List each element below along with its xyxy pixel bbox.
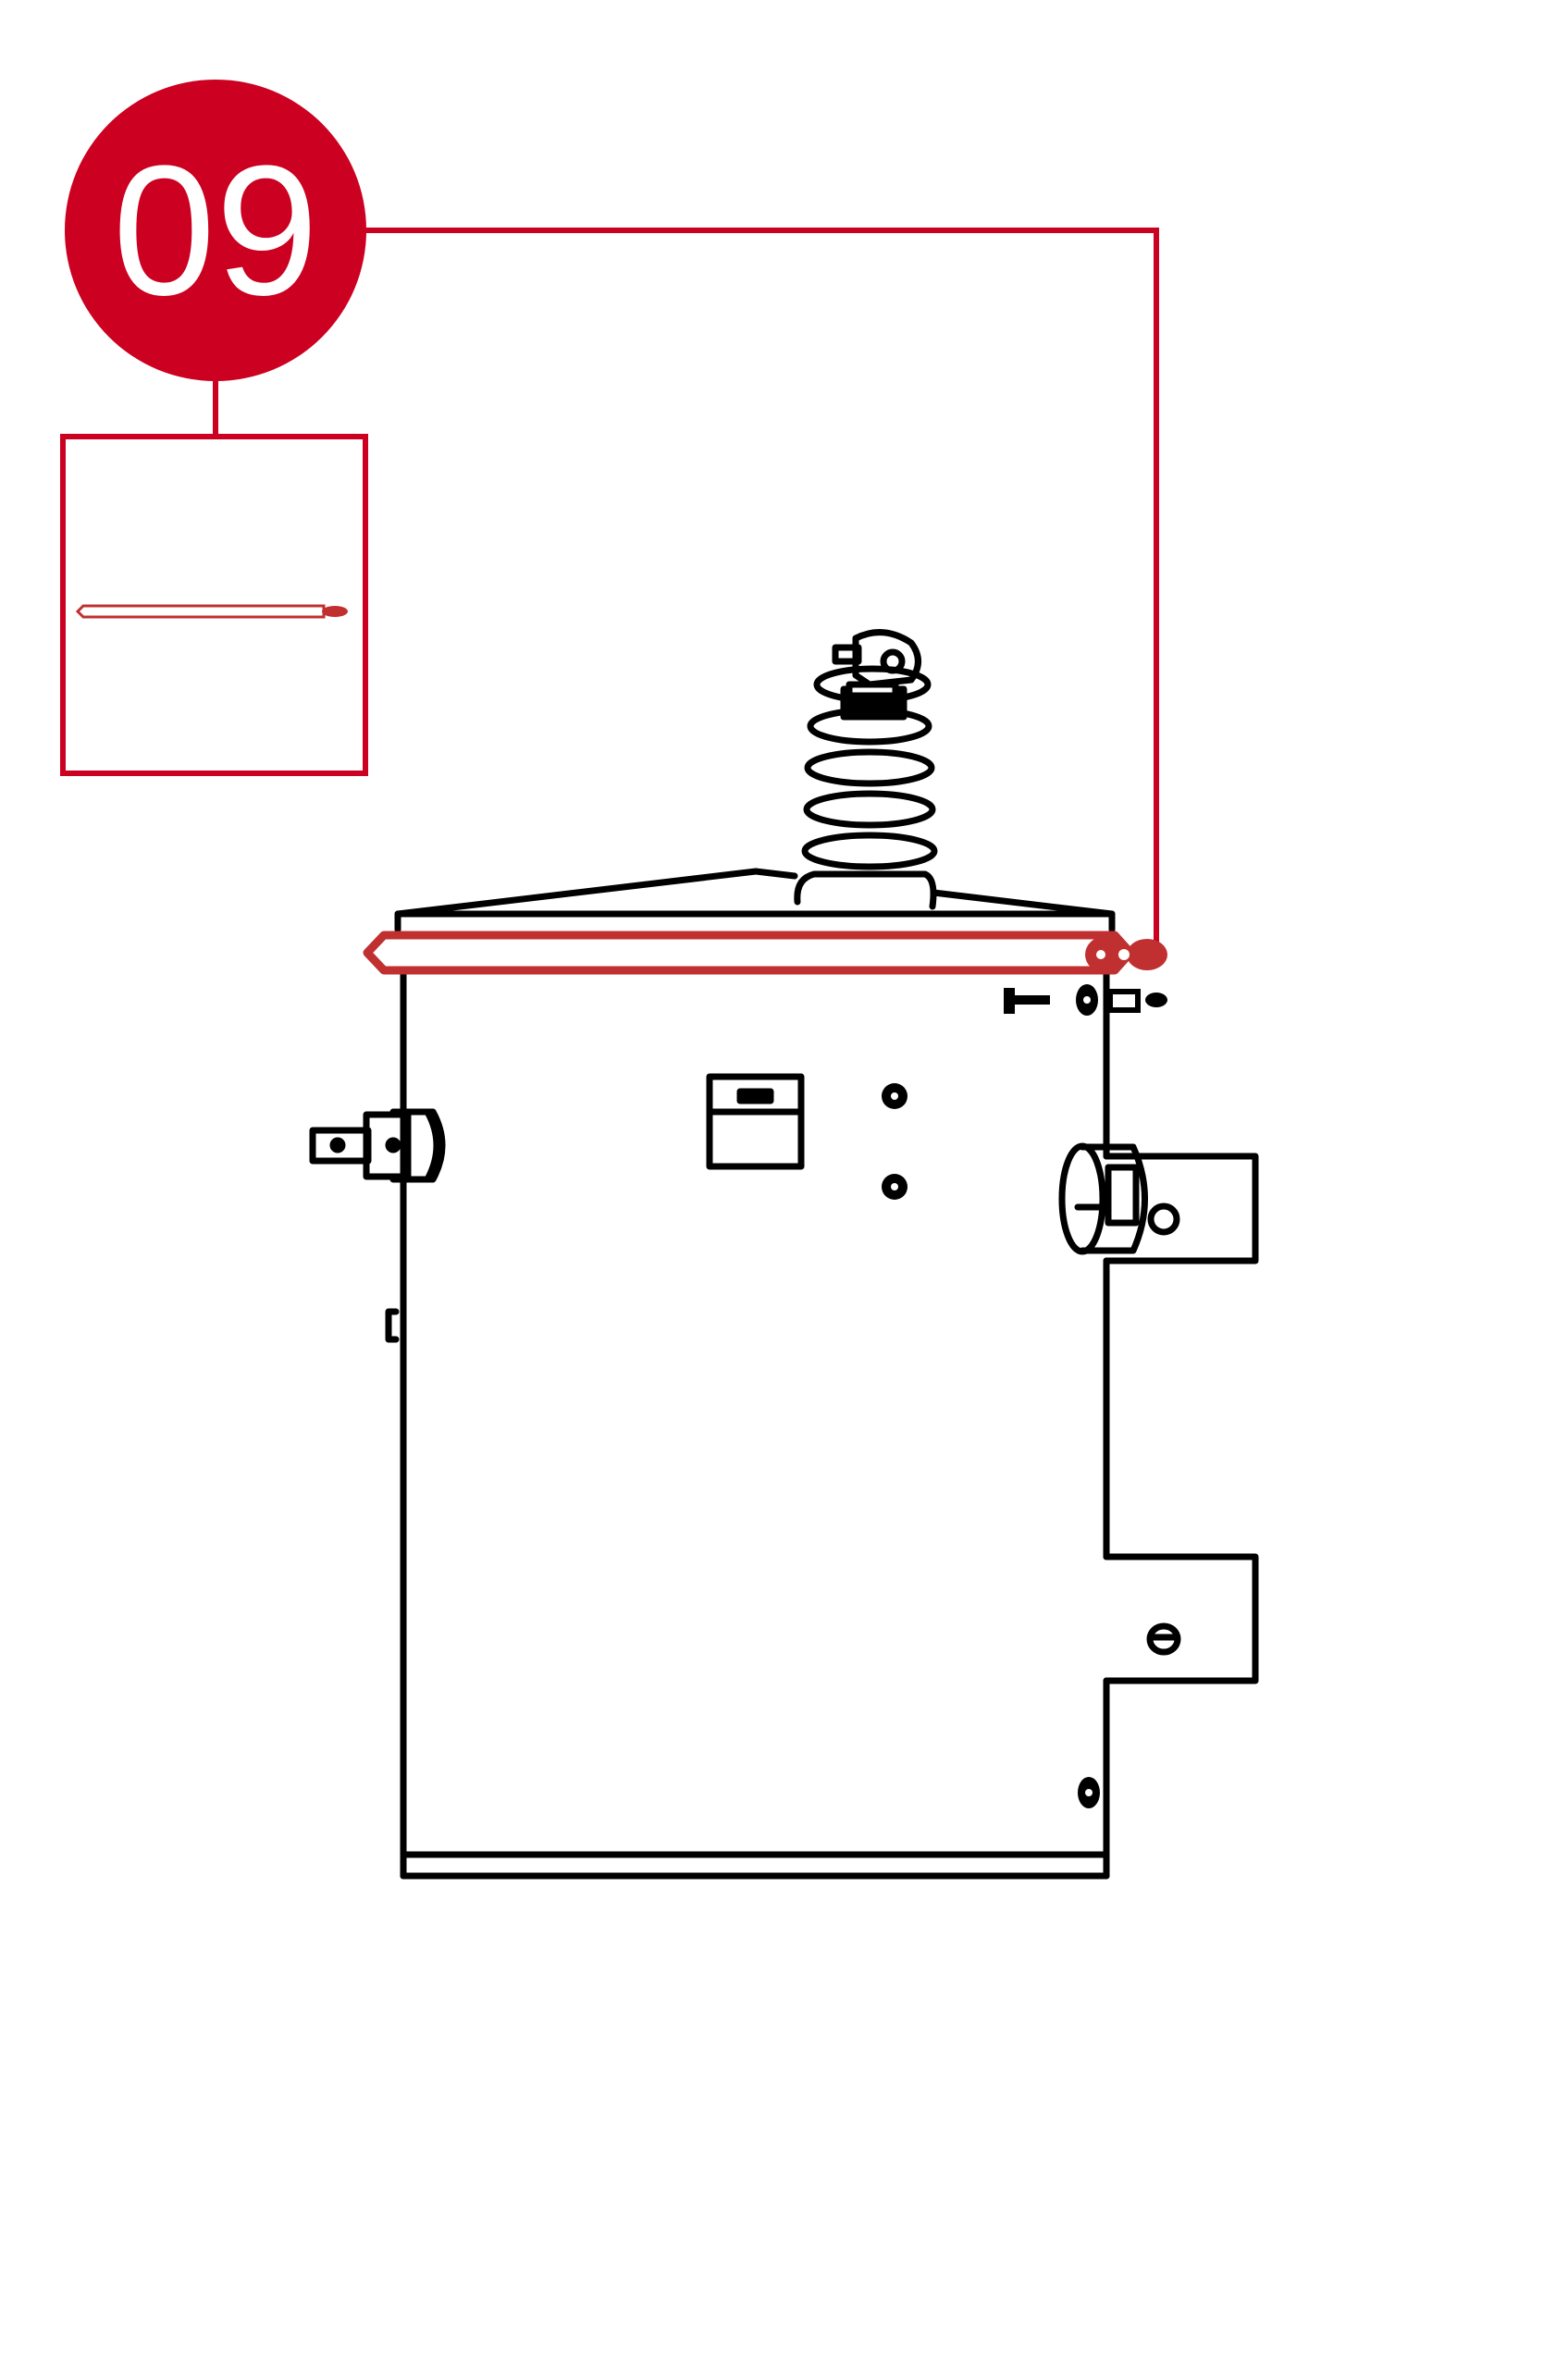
nameplate bbox=[706, 1073, 805, 1170]
bolt-hardware bbox=[1004, 984, 1167, 1016]
leader-line bbox=[365, 228, 1159, 948]
callout-number: 09 bbox=[113, 128, 318, 334]
bushing-insulator bbox=[794, 629, 938, 910]
left-side-valve bbox=[309, 1108, 446, 1343]
tank bbox=[394, 868, 1259, 1880]
highlighted-rod-part[interactable] bbox=[363, 931, 1167, 975]
inset-detail bbox=[60, 434, 368, 776]
callout-badge: 09 bbox=[65, 80, 366, 381]
ground-bolts bbox=[882, 1083, 1181, 1808]
right-side-gauge bbox=[1058, 1142, 1180, 1255]
